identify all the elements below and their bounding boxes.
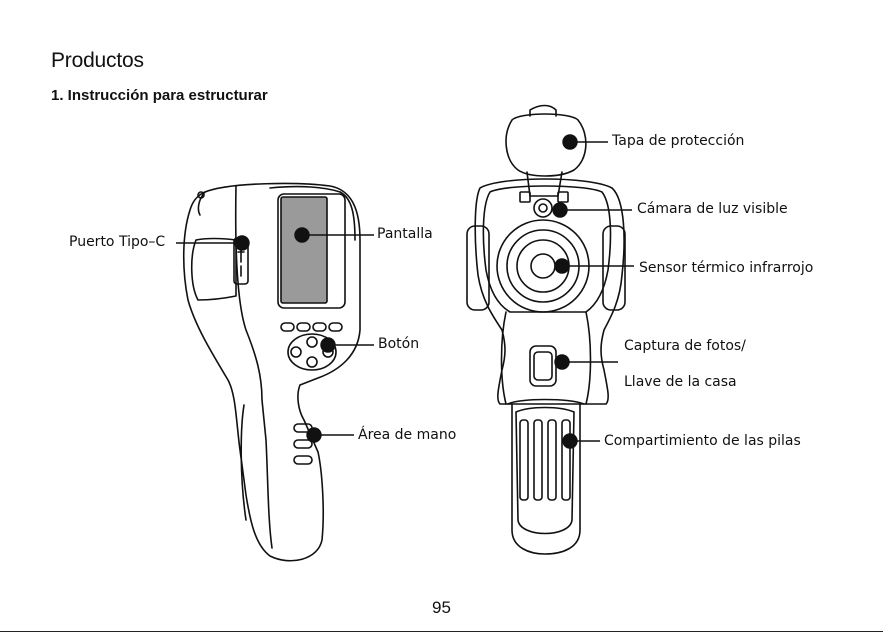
- label-protective-cover: Tapa de protección: [612, 133, 744, 149]
- front-device-illustration: [184, 184, 360, 561]
- marker-screen: [295, 228, 309, 242]
- footer-rule: [0, 631, 883, 632]
- back-device-illustration: [467, 106, 625, 555]
- label-photo-capture-line1: Captura de fotos/: [624, 338, 746, 354]
- marker-protective-cover: [563, 135, 577, 149]
- label-hand-area: Área de mano: [358, 427, 456, 443]
- label-button: Botón: [378, 336, 419, 352]
- label-ir-sensor: Sensor térmico infrarrojo: [639, 260, 813, 276]
- marker-ir-sensor: [555, 259, 569, 273]
- marker-usb-port: [235, 236, 249, 250]
- label-visible-camera: Cámara de luz visible: [637, 201, 788, 217]
- label-usb-port: Puerto Tipo–C: [69, 234, 165, 250]
- marker-battery: [563, 434, 577, 448]
- marker-photo-capture: [555, 355, 569, 369]
- marker-button: [321, 338, 335, 352]
- label-battery-compartment: Compartimiento de las pilas: [604, 433, 801, 449]
- label-photo-capture-line2: Llave de la casa: [624, 374, 737, 390]
- marker-hand-area: [307, 428, 321, 442]
- page-number: 95: [0, 598, 883, 618]
- label-screen: Pantalla: [377, 226, 433, 242]
- marker-visible-camera: [553, 203, 567, 217]
